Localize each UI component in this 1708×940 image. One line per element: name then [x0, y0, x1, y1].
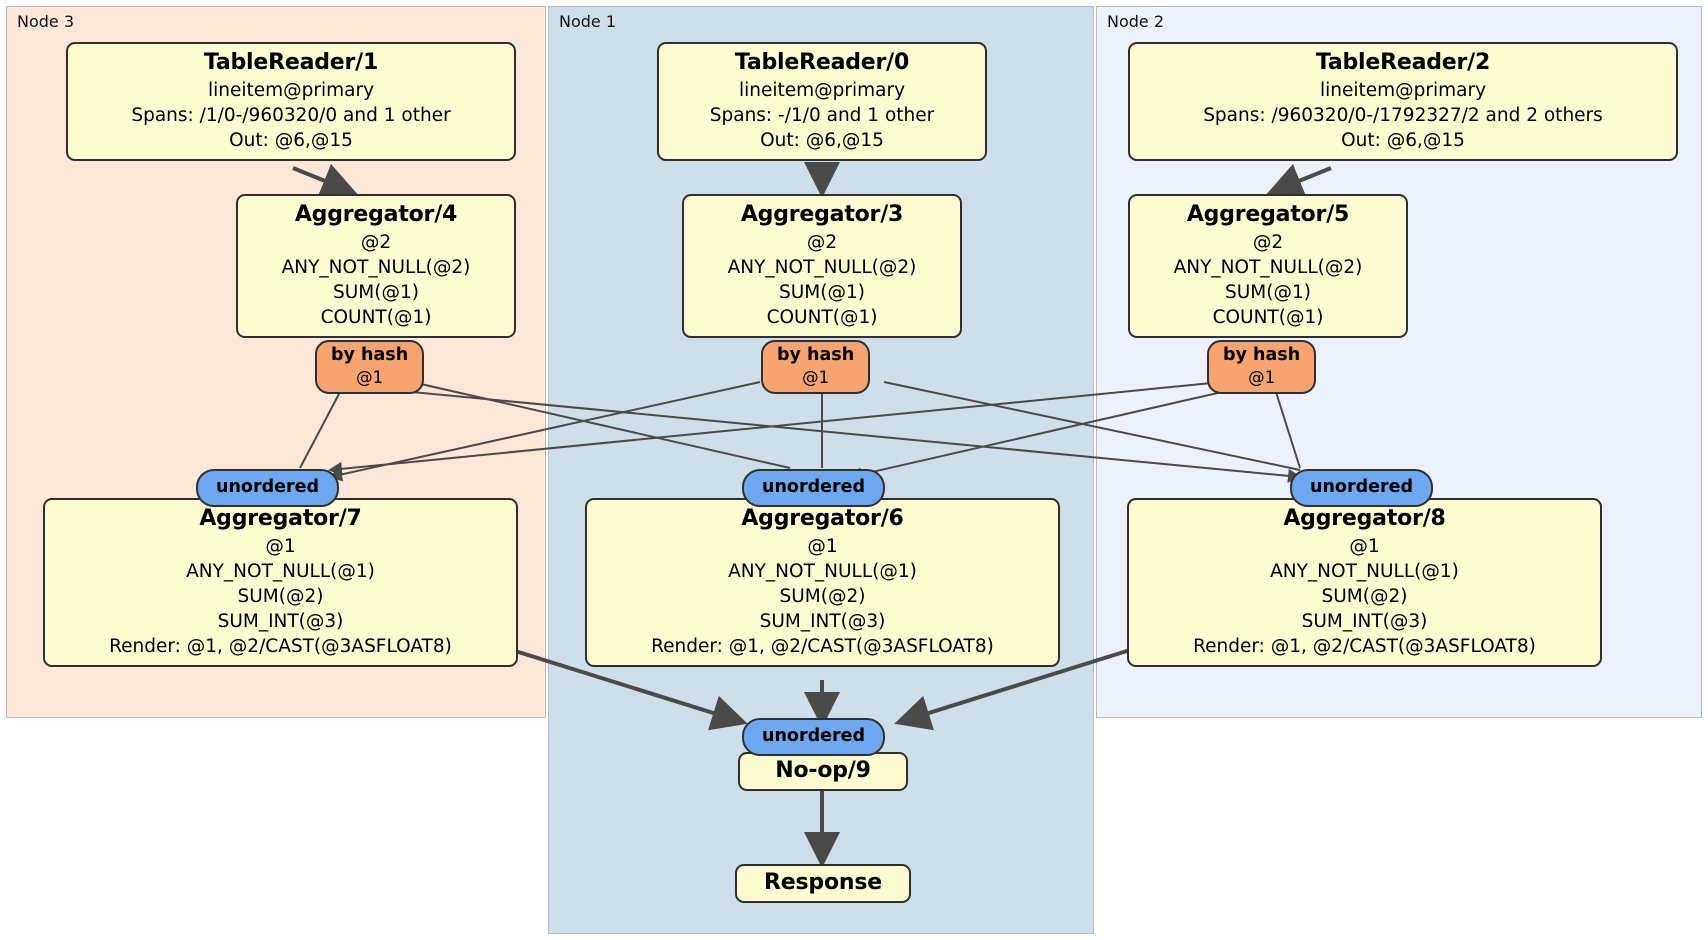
processor-detail-line: SUM(@2): [1321, 586, 1408, 607]
processor-detail-line: @1: [265, 536, 296, 557]
processor-detail-line: Render: @1, @2/CAST(@3ASFLOAT8): [1193, 636, 1536, 657]
processor-detail-line: SUM(@1): [779, 282, 865, 303]
processor-detail-line: Out: @6,@15: [760, 130, 884, 151]
processor-table-reader-1[interactable]: TableReader/1 lineitem@primary Spans: /1…: [66, 42, 516, 161]
router-kind-label: by hash: [1223, 345, 1301, 365]
processor-detail-line: Spans: -/1/0 and 1 other: [709, 105, 935, 126]
node-panel-label-node3: Node 3: [17, 12, 75, 31]
processor-detail-line: SUM(@2): [237, 586, 324, 607]
processor-detail-line: SUM(@1): [333, 282, 419, 303]
processor-title: Aggregator/8: [1283, 506, 1446, 531]
processor-detail-line: SUM_INT(@3): [217, 611, 344, 632]
synchronizer-unordered-middle[interactable]: unordered: [742, 469, 885, 507]
processor-detail-line: COUNT(@1): [766, 307, 878, 328]
processor-title: Aggregator/7: [199, 506, 362, 531]
processor-title: TableReader/0: [734, 50, 910, 75]
processor-aggregator-6[interactable]: Aggregator/6 @1 ANY_NOT_NULL(@1) SUM(@2)…: [585, 498, 1060, 667]
router-key-value: @1: [802, 368, 830, 387]
processor-detail-line: @2: [806, 232, 838, 253]
processor-detail-line: ANY_NOT_NULL(@1): [728, 561, 917, 582]
processor-detail-line: COUNT(@1): [1212, 307, 1324, 328]
processor-aggregator-3[interactable]: Aggregator/3 @2 ANY_NOT_NULL(@2) SUM(@1)…: [682, 194, 962, 338]
processor-detail-line: Out: @6,@15: [1341, 130, 1465, 151]
synchronizer-label: unordered: [762, 726, 865, 746]
processor-aggregator-4[interactable]: Aggregator/4 @2 ANY_NOT_NULL(@2) SUM(@1)…: [236, 194, 516, 338]
processor-detail-line: ANY_NOT_NULL(@2): [281, 257, 471, 278]
processor-detail-line: @1: [1349, 536, 1380, 557]
processor-title: Response: [764, 870, 882, 895]
processor-title: TableReader/1: [203, 50, 379, 75]
synchronizer-unordered-final[interactable]: unordered: [742, 718, 885, 756]
processor-table-reader-2[interactable]: TableReader/2 lineitem@primary Spans: /9…: [1128, 42, 1678, 161]
processor-detail-line: Render: @1, @2/CAST(@3ASFLOAT8): [651, 636, 994, 657]
router-kind-label: by hash: [331, 345, 409, 365]
processor-title: No-op/9: [775, 758, 871, 783]
processor-table-reader-0[interactable]: TableReader/0 lineitem@primary Spans: -/…: [657, 42, 987, 161]
processor-aggregator-7[interactable]: Aggregator/7 @1 ANY_NOT_NULL(@1) SUM(@2)…: [43, 498, 518, 667]
router-key-value: @1: [1248, 368, 1276, 387]
processor-detail-line: SUM_INT(@3): [1301, 611, 1428, 632]
processor-detail-line: SUM(@1): [1225, 282, 1311, 303]
processor-title: Aggregator/3: [740, 202, 904, 227]
router-by-hash-right[interactable]: by hash @1: [1207, 340, 1317, 394]
synchronizer-label: unordered: [762, 477, 865, 497]
node-panel-label-node1: Node 1: [559, 12, 617, 31]
processor-detail-line: ANY_NOT_NULL(@2): [1173, 257, 1363, 278]
processor-title: TableReader/2: [1315, 50, 1491, 75]
synchronizer-unordered-left[interactable]: unordered: [196, 469, 339, 507]
processor-detail-line: SUM_INT(@3): [759, 611, 886, 632]
processor-response[interactable]: Response: [735, 864, 911, 903]
synchronizer-unordered-right[interactable]: unordered: [1290, 469, 1433, 507]
processor-title: Aggregator/5: [1186, 202, 1350, 227]
processor-detail-line: SUM(@2): [779, 586, 866, 607]
router-key-value: @1: [356, 368, 384, 387]
processor-detail-line: COUNT(@1): [320, 307, 432, 328]
processor-detail-line: lineitem@primary: [738, 80, 906, 101]
processor-detail-line: Out: @6,@15: [229, 130, 353, 151]
synchronizer-label: unordered: [1310, 477, 1413, 497]
processor-detail-line: Spans: /960320/0-/1792327/2 and 2 others: [1203, 105, 1603, 126]
processor-no-op-9[interactable]: No-op/9: [738, 752, 908, 791]
router-kind-label: by hash: [777, 345, 855, 365]
processor-aggregator-5[interactable]: Aggregator/5 @2 ANY_NOT_NULL(@2) SUM(@1)…: [1128, 194, 1408, 338]
processor-title: Aggregator/4: [294, 202, 458, 227]
processor-detail-line: lineitem@primary: [1319, 80, 1487, 101]
processor-detail-line: ANY_NOT_NULL(@1): [1270, 561, 1459, 582]
synchronizer-label: unordered: [216, 477, 319, 497]
processor-detail-line: Render: @1, @2/CAST(@3ASFLOAT8): [109, 636, 452, 657]
processor-detail-line: @2: [360, 232, 392, 253]
router-by-hash-left[interactable]: by hash @1: [315, 340, 425, 394]
processor-title: Aggregator/6: [741, 506, 904, 531]
node-panel-label-node2: Node 2: [1107, 12, 1165, 31]
router-by-hash-middle[interactable]: by hash @1: [761, 340, 871, 394]
processor-detail-line: ANY_NOT_NULL(@2): [727, 257, 917, 278]
processor-detail-line: Spans: /1/0-/960320/0 and 1 other: [131, 105, 451, 126]
processor-detail-line: @2: [1252, 232, 1284, 253]
processor-detail-line: ANY_NOT_NULL(@1): [186, 561, 375, 582]
processor-detail-line: @1: [807, 536, 838, 557]
processor-detail-line: lineitem@primary: [207, 80, 375, 101]
processor-aggregator-8[interactable]: Aggregator/8 @1 ANY_NOT_NULL(@1) SUM(@2)…: [1127, 498, 1602, 667]
